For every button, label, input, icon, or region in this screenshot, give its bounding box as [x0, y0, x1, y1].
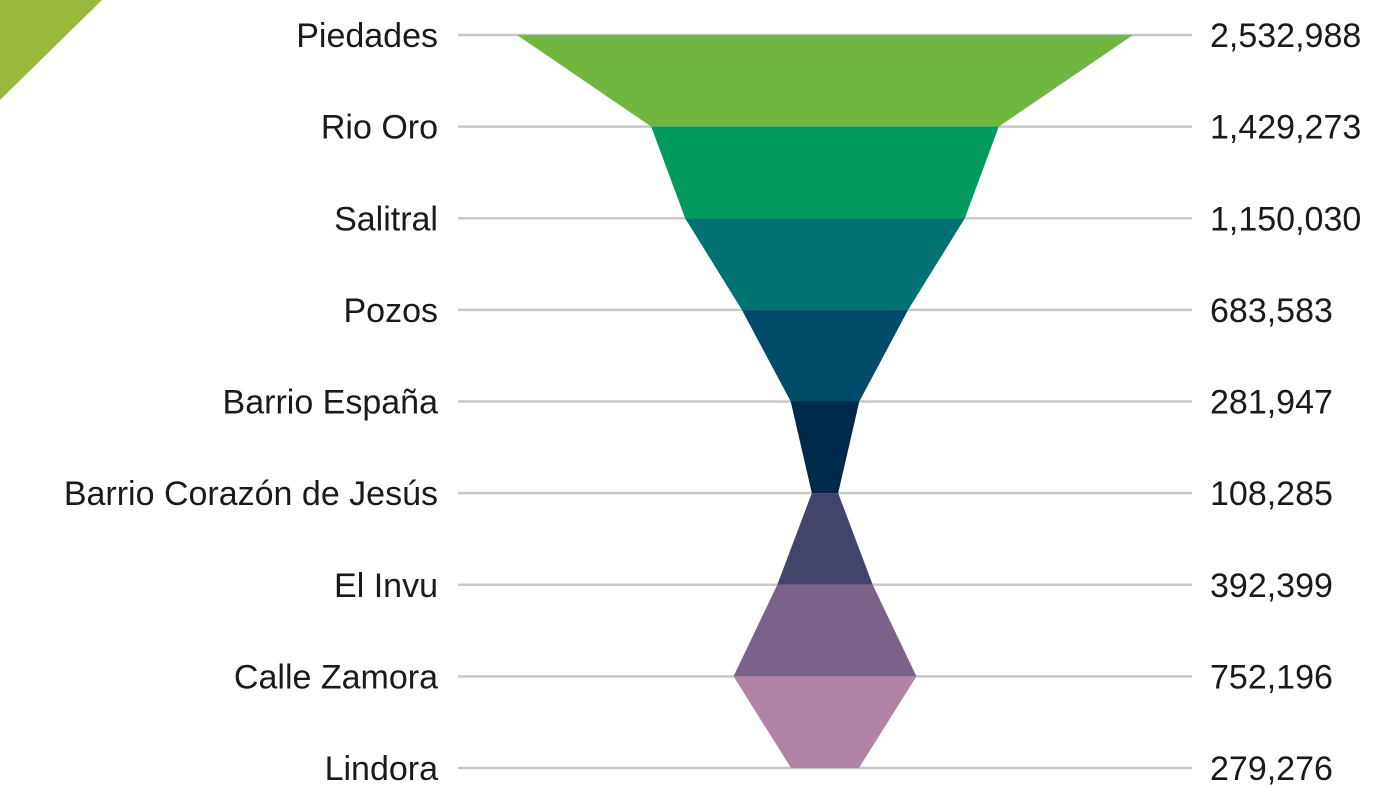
value-labels: 2,532,988 1,429,273 1,150,030 683,583 281,94…: [1210, 17, 1361, 786]
category-label: Salitral: [334, 200, 438, 238]
category-label: Lindora: [325, 750, 439, 786]
category-label: Pozos: [344, 292, 439, 330]
funnel-band: [733, 676, 917, 768]
funnel-bands: [517, 35, 1133, 768]
value-label: 683,583: [1210, 292, 1333, 330]
category-label: Barrio España: [223, 384, 439, 422]
value-label: 108,285: [1210, 475, 1333, 513]
funnel-band: [741, 309, 909, 402]
funnel-band: [517, 35, 1133, 127]
value-label: 752,196: [1210, 658, 1333, 696]
value-label: 281,947: [1210, 384, 1333, 422]
funnel-band: [685, 218, 965, 310]
category-label: Barrio Corazón de Jesús: [64, 475, 438, 513]
funnel-band: [777, 493, 873, 585]
value-label: 279,276: [1210, 750, 1333, 786]
corner-accent: [0, 0, 102, 100]
value-label: 392,399: [1210, 567, 1333, 605]
category-label: Rio Oro: [321, 109, 438, 147]
category-label: Piedades: [296, 17, 438, 55]
funnel-band: [651, 126, 999, 219]
value-label: 1,429,273: [1210, 109, 1361, 147]
funnel-band: [790, 401, 860, 494]
category-label: Calle Zamora: [234, 658, 438, 696]
funnel-band: [733, 584, 917, 677]
category-label: El Invu: [334, 567, 438, 605]
value-label: 2,532,988: [1210, 17, 1361, 55]
value-label: 1,150,030: [1210, 200, 1361, 238]
